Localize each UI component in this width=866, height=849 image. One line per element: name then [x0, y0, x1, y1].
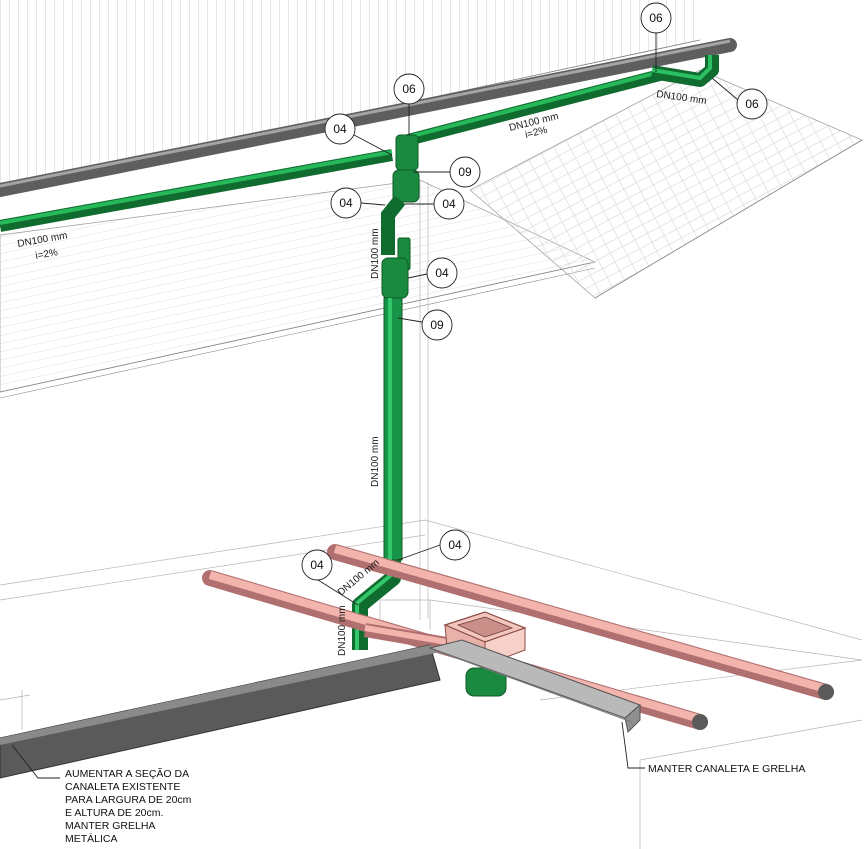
callout-06-top: 06 [640, 2, 672, 72]
note-left-line2: CANALETA EXISTENTE [65, 781, 180, 793]
svg-text:04: 04 [333, 122, 347, 136]
svg-text:06: 06 [649, 11, 663, 25]
note-left-line1: AUMENTAR A SEÇÃO DA [65, 767, 189, 780]
callout-06-mid: 06 [393, 73, 425, 135]
gray-gutter-pipe [0, 38, 737, 197]
callout-04-c: 04 [405, 188, 465, 220]
label-top-left-slope: i=2% [35, 247, 59, 262]
callout-04-a: 04 [324, 113, 393, 156]
note-right: MANTER CANALETA E GRELHA [648, 763, 805, 775]
green-drain-piping [0, 55, 719, 697]
existing-channel-left [0, 644, 441, 779]
svg-text:04: 04 [435, 266, 449, 280]
existing-channel-right [428, 639, 641, 734]
note-left-line5: MANTER GRELHA [65, 820, 155, 832]
svg-text:06: 06 [402, 82, 416, 96]
callout-04-b: 04 [330, 187, 386, 219]
callout-bubbles: 06 06 06 04 09 04 04 [301, 2, 768, 606]
svg-text:06: 06 [745, 97, 759, 111]
callout-04-e: 04 [397, 529, 471, 561]
callout-09-a: 09 [413, 156, 481, 188]
callout-09-b: 09 [397, 309, 453, 341]
callout-04-f: 04 [301, 549, 359, 606]
structure-lines [0, 180, 863, 849]
label-top-right-slope: i=2% [524, 125, 549, 141]
roof-slab-right [469, 69, 863, 299]
note-leaders [11, 721, 645, 779]
note-left: AUMENTAR A SEÇÃO DA CANALETA EXISTENTE P… [65, 767, 192, 845]
elbow-fitting-mid [381, 195, 406, 255]
callout-06-right: 06 [711, 77, 768, 120]
svg-text:09: 09 [430, 318, 444, 332]
svg-text:04: 04 [339, 196, 353, 210]
drain-run-left [0, 149, 394, 232]
note-left-line3: PARA LARGURA DE 20cm [65, 794, 192, 806]
tee-fitting-upper [395, 134, 419, 171]
label-vertical-upper-dn: DN100 mm [370, 228, 381, 279]
svg-text:09: 09 [458, 165, 472, 179]
svg-text:04: 04 [442, 197, 456, 211]
drain-run-right [406, 69, 662, 146]
svg-text:04: 04 [310, 558, 324, 572]
callout-04-d: 04 [407, 257, 458, 289]
note-left-line6: METÁLICA [65, 832, 118, 845]
svg-text:04: 04 [448, 538, 462, 552]
vertical-stack [383, 297, 403, 561]
label-bottom-vert-dn: DN100 mm [337, 605, 348, 656]
label-vertical-main-dn: DN100 mm [370, 436, 381, 487]
note-left-line4: E ALTURA DE 20cm. [65, 807, 163, 819]
